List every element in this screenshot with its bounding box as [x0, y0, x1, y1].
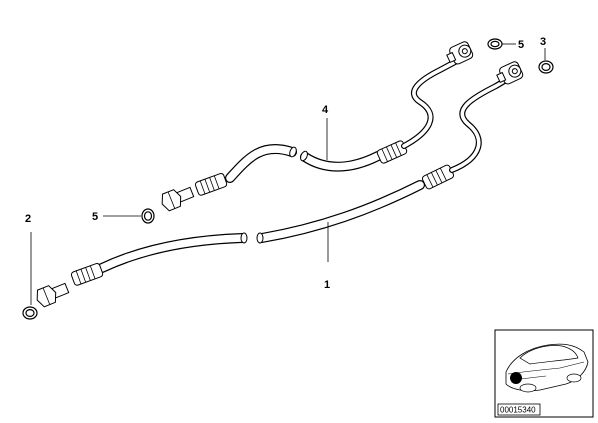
callout-1: 1 — [324, 279, 330, 291]
diagram-code: 00015340 — [500, 406, 536, 415]
seal-ring-5-right[interactable] — [487, 38, 503, 50]
seal-ring-2[interactable] — [22, 306, 38, 320]
seal-ring-5-left[interactable] — [141, 208, 155, 224]
callout-4: 4 — [322, 104, 329, 116]
callout-5-left: 5 — [92, 211, 98, 223]
seal-ring-3[interactable] — [538, 60, 554, 74]
car-silhouette-icon — [505, 343, 589, 393]
hose-upper[interactable] — [159, 40, 474, 212]
hose-main[interactable] — [34, 60, 524, 308]
leader-lines — [30, 43, 546, 305]
callout-5-right: 5 — [518, 39, 524, 51]
callout-2: 2 — [25, 213, 31, 225]
callout-3: 3 — [540, 36, 546, 48]
vehicle-thumbnail: 00015340 — [494, 329, 594, 418]
